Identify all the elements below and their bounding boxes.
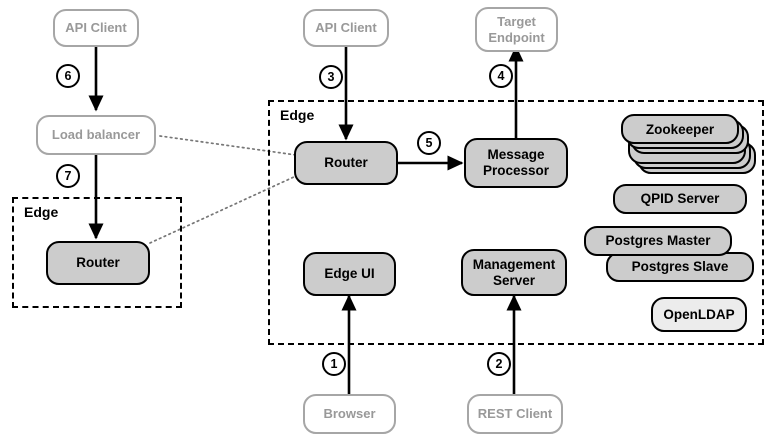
group-edge-left [12,197,182,308]
rest-client-label: REST Client [477,406,553,422]
qpid-server-node[interactable]: QPID Server [613,184,747,214]
api-client-right-label: API Client [315,20,377,36]
edge-ui-node[interactable]: Edge UI [303,252,396,296]
edge-ui-label: Edge UI [324,266,375,282]
postgres-slave-node[interactable]: Postgres Slave [606,252,754,282]
group-edge-right [268,100,764,345]
api-client-right-node[interactable]: API Client [303,9,389,47]
zookeeper-stack[interactable]: Zookeeper [621,114,751,158]
postgres-master-node[interactable]: Postgres Master [584,226,732,256]
step-badge-1-label: 1 [330,357,338,371]
target-endpoint-label-line2: Endpoint [488,29,545,45]
message-processor-label-line1: Message [487,147,545,163]
step-badge-6-label: 6 [64,69,72,83]
browser-node[interactable]: Browser [303,394,396,434]
step-badge-1: 1 [322,352,346,376]
management-server-label-line1: Management [472,256,556,272]
step-badge-5: 5 [417,131,441,155]
rest-client-node[interactable]: REST Client [467,394,563,434]
router-left-node[interactable]: Router [46,241,150,285]
step-badge-7-label: 7 [64,169,72,183]
zookeeper-node[interactable]: Zookeeper [621,114,739,144]
postgres-master-label: Postgres Master [605,233,711,249]
openldap-label: OpenLDAP [663,306,735,322]
router-right-label: Router [324,155,368,171]
step-badge-7: 7 [56,164,80,188]
group-edge-right-label: Edge [280,107,315,123]
step-badge-6: 6 [56,64,80,88]
browser-label: Browser [323,406,376,422]
group-edge-left-label: Edge [24,204,59,220]
step-badge-3: 3 [319,65,343,89]
step-badge-2-label: 2 [495,357,503,371]
management-server-label-line2: Server [492,272,536,288]
step-badge-4: 4 [489,64,513,88]
api-client-left-node[interactable]: API Client [53,9,139,47]
target-endpoint-label-line1: Target [497,14,536,30]
message-processor-label-line2: Processor [482,163,550,178]
zookeeper-label: Zookeeper [645,121,715,137]
router-right-node[interactable]: Router [294,141,398,185]
management-server-node[interactable]: Management Server [461,249,567,296]
api-client-left-label: API Client [65,20,127,36]
openldap-node[interactable]: OpenLDAP [651,297,747,332]
step-badge-3-label: 3 [327,70,335,84]
step-badge-4-label: 4 [497,69,505,83]
load-balancer-label: Load balancer [51,127,141,143]
qpid-server-label: QPID Server [640,191,720,207]
message-processor-node[interactable]: Message Processor [464,138,568,188]
step-badge-2: 2 [487,352,511,376]
postgres-slave-label: Postgres Slave [631,259,729,275]
target-endpoint-node[interactable]: Target Endpoint [475,7,558,52]
step-badge-5-label: 5 [425,136,433,150]
router-left-label: Router [76,255,120,271]
load-balancer-node[interactable]: Load balancer [36,115,156,155]
